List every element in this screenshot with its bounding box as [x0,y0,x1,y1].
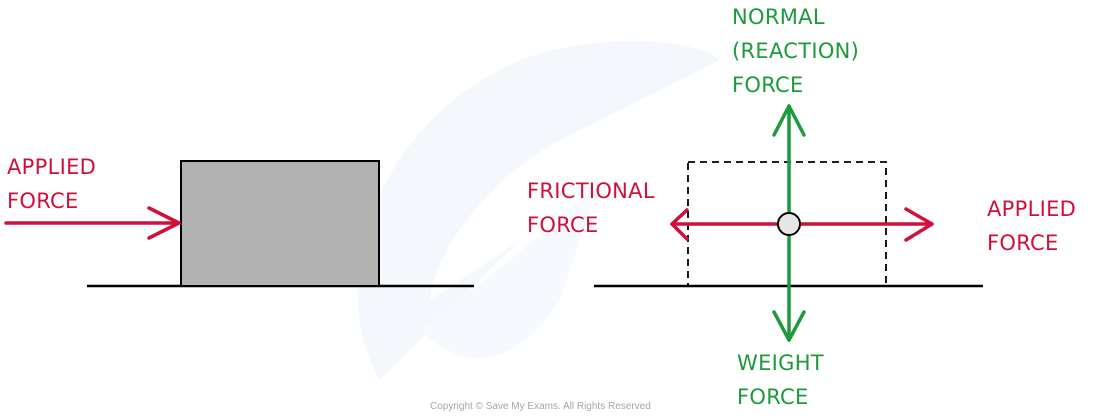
label-line: FORCE [732,73,804,97]
label-line: FORCE [527,213,599,237]
frictional-force-label: FRICTIONAL FORCE [527,174,655,242]
frictional-force-arrow [670,208,791,241]
label-line: FORCE [737,385,809,409]
label-line: APPLIED [7,155,97,179]
label-line: WEIGHT [737,351,824,375]
label-line: (REACTION) [732,39,860,63]
copyright-notice: Copyright © Save My Exams. All Rights Re… [430,401,651,412]
left-applied-force-label: APPLIED FORCE [7,150,96,218]
label-line: FORCE [7,189,79,213]
weight-force-arrow [772,222,806,342]
normal-force-arrow [772,104,806,226]
left-applied-force-arrow [4,206,181,240]
normal-force-label: NORMAL (REACTION) FORCE [732,0,859,102]
center-of-mass-point [777,212,801,236]
label-line: FORCE [987,231,1059,255]
right-applied-force-arrow [787,207,934,242]
label-line: NORMAL [732,5,825,29]
left-block [180,160,380,287]
watermark-logo [357,41,720,380]
label-line: APPLIED [987,197,1077,221]
weight-force-label: WEIGHT FORCE [737,346,824,414]
right-applied-force-label: APPLIED FORCE [987,192,1076,260]
label-line: FRICTIONAL [527,179,655,203]
